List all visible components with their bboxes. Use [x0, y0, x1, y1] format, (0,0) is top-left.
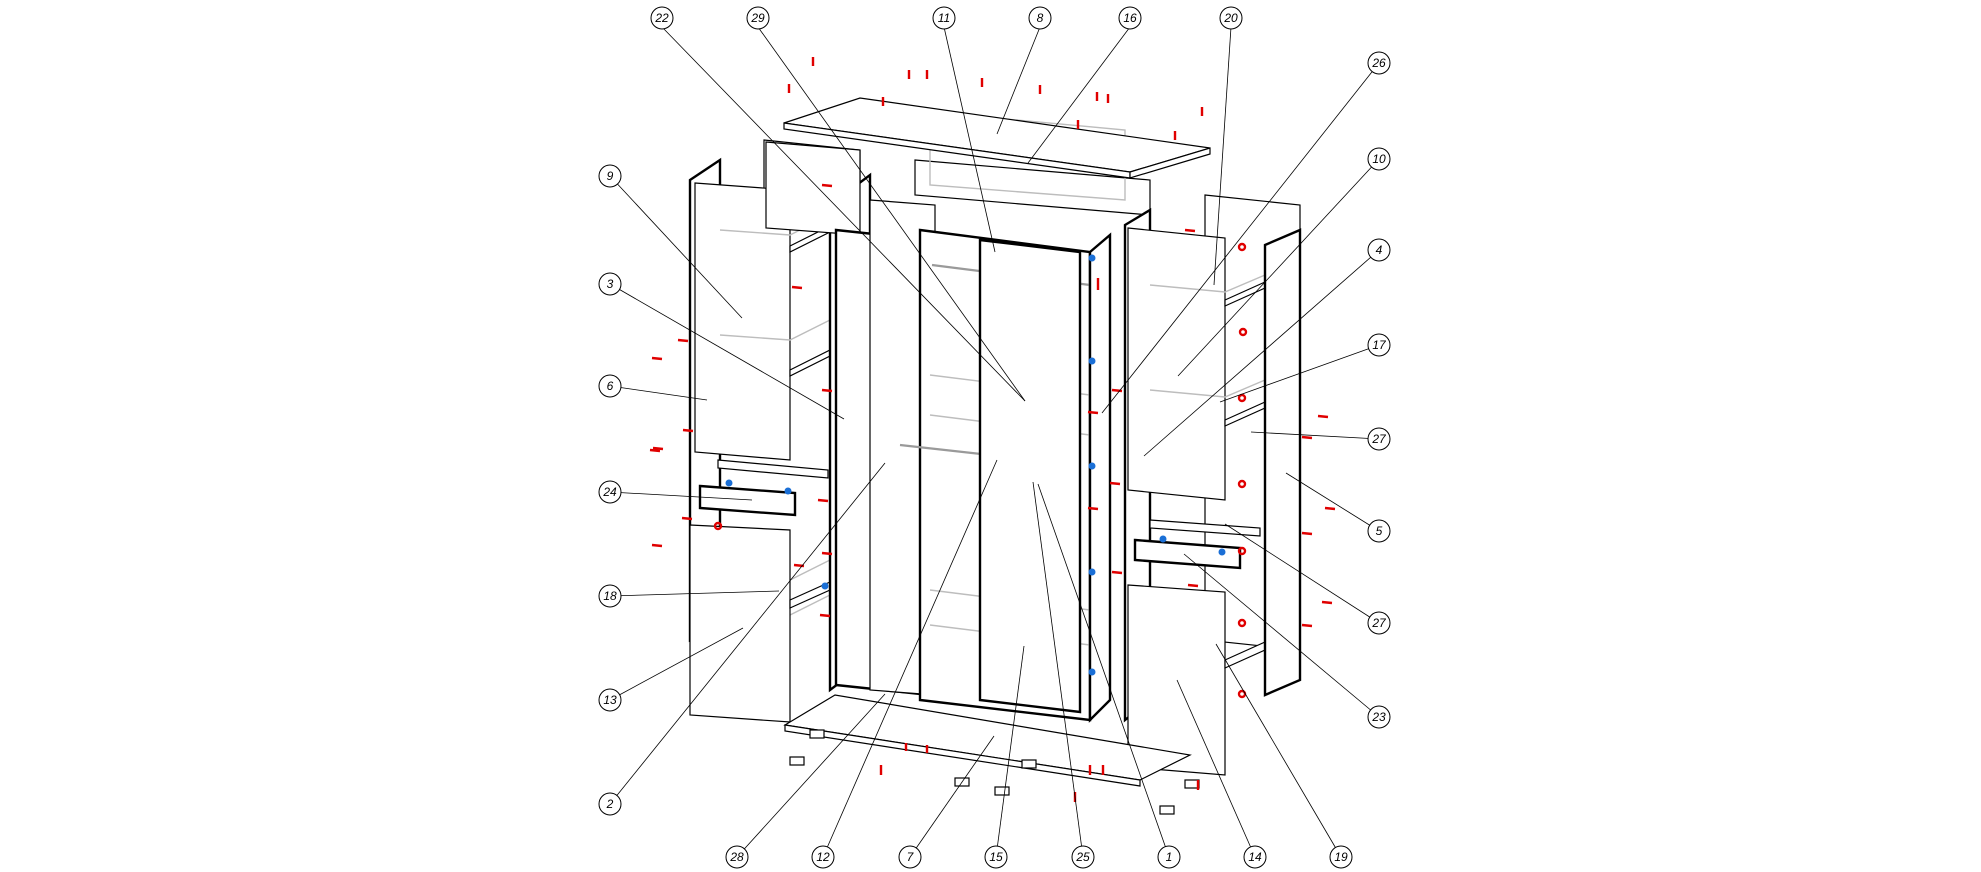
callout-number: 27: [1371, 432, 1387, 446]
callout-c15: 15: [984, 845, 1008, 869]
callout-number: 28: [729, 850, 744, 864]
callout-number: 18: [603, 589, 617, 603]
callout-c13: 13: [598, 688, 622, 712]
callout-circle: [598, 584, 622, 608]
callout-number: 24: [602, 485, 617, 499]
callout-c27b: 27: [1367, 611, 1391, 635]
callout-c12: 12: [811, 845, 835, 869]
hinge-marks: [725, 254, 1226, 676]
callout-number: 19: [1334, 850, 1348, 864]
callout-c25: 25: [1071, 845, 1095, 869]
callout-circle: [598, 164, 622, 188]
callout-c22: 22: [650, 6, 674, 30]
callout-circle: [598, 480, 622, 504]
center-compartment: [899, 228, 1112, 723]
callout-number: 26: [1371, 56, 1386, 70]
callout-circle: [1367, 611, 1391, 635]
callout-c10: 10: [1367, 147, 1391, 171]
callout-number: 6: [607, 379, 614, 393]
callout-c29: 29: [746, 6, 770, 30]
callout-number: 23: [1371, 710, 1386, 724]
callout-circle: [598, 374, 622, 398]
callout-number: 22: [654, 11, 669, 25]
callout-number: 10: [1372, 152, 1386, 166]
callout-circle: [898, 845, 922, 869]
callout-circle: [932, 6, 956, 30]
callout-number: 17: [1372, 338, 1387, 352]
callout-circle: [1071, 845, 1095, 869]
callout-number: 1: [1166, 850, 1173, 864]
top-board: [783, 97, 1211, 179]
center-left-door: [834, 199, 936, 697]
callout-number: 12: [816, 850, 830, 864]
callout-c18: 18: [598, 584, 622, 608]
callout-circle: [1118, 6, 1142, 30]
callout-number: 15: [989, 850, 1003, 864]
callout-circle: [598, 272, 622, 296]
callout-c17: 17: [1367, 333, 1391, 357]
callout-number: 25: [1075, 850, 1090, 864]
callout-number: 4: [1376, 243, 1383, 257]
callout-c3: 3: [598, 272, 622, 296]
callout-circle: [1157, 845, 1181, 869]
callout-circle: [1219, 6, 1243, 30]
callout-c7: 7: [898, 845, 922, 869]
callout-circle: [746, 6, 770, 30]
callout-c20: 20: [1219, 6, 1243, 30]
callout-circle: [984, 845, 1008, 869]
callout-circle: [598, 688, 622, 712]
callout-c16: 16: [1118, 6, 1142, 30]
callout-circle: [1367, 705, 1391, 729]
callout-circle: [1367, 147, 1391, 171]
callout-number: 27: [1371, 616, 1387, 630]
callout-circle: [650, 6, 674, 30]
callout-number: 14: [1248, 850, 1262, 864]
callout-number: 8: [1037, 11, 1044, 25]
callout-c14: 14: [1243, 845, 1267, 869]
callout-c9: 9: [598, 164, 622, 188]
callout-circle: [1367, 519, 1391, 543]
callout-circle: [1367, 238, 1391, 262]
callout-number: 11: [938, 11, 950, 25]
callout-number: 20: [1223, 11, 1238, 25]
callout-c4: 4: [1367, 238, 1391, 262]
callout-c24: 24: [598, 480, 622, 504]
callout-layer: 22 29 11 8 16 20 26 9 10 3 4 17 6 27 24 5 18 27 13 23 2 28 12 7…: [598, 6, 1391, 869]
callout-c5: 5: [1367, 519, 1391, 543]
callout-c8: 8: [1028, 6, 1052, 30]
callout-c28: 28: [725, 845, 749, 869]
callout-circle: [1329, 845, 1353, 869]
callout-number: 16: [1123, 11, 1137, 25]
callout-circle: [1243, 845, 1267, 869]
callout-number: 5: [1376, 524, 1383, 538]
callout-circle: [598, 792, 622, 816]
callout-number: 9: [607, 169, 614, 183]
callout-circle: [1367, 51, 1391, 75]
callout-number: 29: [750, 11, 765, 25]
callout-circle: [725, 845, 749, 869]
callout-c1: 1: [1157, 845, 1181, 869]
fastener-marks: [649, 57, 1336, 802]
leader-lines: [609, 26, 1380, 858]
callout-number: 7: [907, 850, 915, 864]
callout-c26: 26: [1367, 51, 1391, 75]
callout-c2: 2: [598, 792, 622, 816]
callout-c19: 19: [1329, 845, 1353, 869]
callout-number: 13: [603, 693, 617, 707]
callout-circle: [1028, 6, 1052, 30]
right-section: [1123, 207, 1302, 776]
callout-number: 2: [606, 797, 614, 811]
callout-number: 3: [607, 277, 614, 291]
callout-c11: 11: [932, 6, 956, 30]
callout-circle: [1367, 427, 1391, 451]
callout-c27a: 27: [1367, 427, 1391, 451]
callout-c6: 6: [598, 374, 622, 398]
callout-circle: [1367, 333, 1391, 357]
callout-circle: [811, 845, 835, 869]
callout-c23: 23: [1367, 705, 1391, 729]
